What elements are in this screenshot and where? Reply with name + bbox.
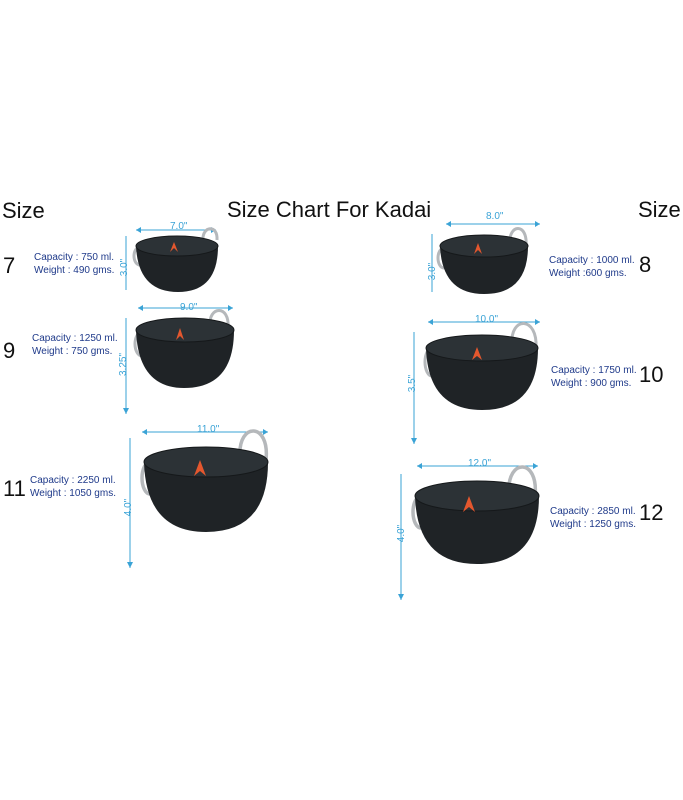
- weight-8: Weight :600 gms.: [549, 268, 627, 279]
- kadai-10-image: [411, 319, 540, 444]
- capacity-11: Capacity : 2250 ml.: [30, 475, 116, 486]
- logo-icon-11: [194, 460, 206, 476]
- weight-7: Weight : 490 gms.: [34, 265, 115, 276]
- kadai-rim-8: [439, 234, 529, 258]
- spec-block-10: Capacity : 1750 ml. Weight : 900 gms.: [551, 364, 637, 390]
- kadai-bowl-7: [136, 246, 218, 292]
- width-arrow-right-8: [535, 221, 540, 227]
- page-title: Size Chart For Kadai: [227, 197, 432, 222]
- kadai-11-image: [127, 429, 269, 568]
- weight-12: Weight : 1250 gms.: [550, 519, 636, 530]
- width-label-10: 10.0": [475, 314, 499, 325]
- kadai-12-image: [398, 463, 540, 600]
- height-label-9: 3.25": [118, 352, 130, 377]
- capacity-10: Capacity : 1750 ml.: [551, 365, 637, 376]
- size-number-10: 10: [639, 362, 664, 387]
- logo-icon-8: [474, 243, 482, 254]
- handle-right-11: [238, 429, 269, 461]
- width-arrow-right-9: [228, 305, 233, 311]
- kadai-rim-12: [414, 480, 540, 512]
- spec-block-9: Capacity : 1250 ml. Weight : 750 gms.: [32, 332, 118, 358]
- handle-right-12: [507, 465, 538, 497]
- width-arrow-right-10: [535, 319, 540, 325]
- size-number-8: 8: [639, 252, 652, 277]
- spec-block-8: Capacity : 1000 ml. Weight :600 gms.: [549, 254, 635, 280]
- kadai-bowl-10: [426, 348, 538, 410]
- weight-10: Weight : 900 gms.: [551, 378, 632, 389]
- width-arrow-left-11: [142, 429, 147, 435]
- width-arrow-left-8: [446, 221, 451, 227]
- weight-11: Weight : 1050 gms.: [30, 488, 116, 499]
- height-arrow-9: [123, 408, 129, 414]
- height-label-11: 4.0": [123, 498, 135, 517]
- width-label-9: 9.0": [180, 302, 198, 313]
- logo-icon-10: [472, 347, 482, 360]
- width-label-11: 11.0": [197, 424, 220, 435]
- height-label-8: 3.0": [427, 262, 439, 281]
- logo-icon-9: [176, 328, 184, 340]
- size-label-right: Size: [638, 197, 681, 222]
- spec-block-12: Capacity : 2850 ml. Weight : 1250 gms.: [550, 505, 636, 531]
- width-arrow-left-10: [428, 319, 433, 325]
- height-label-7: 3.0": [119, 258, 131, 277]
- kadai-rim-7: [135, 235, 219, 257]
- handle-right-7: [201, 227, 219, 241]
- width-label-12: 12.0": [468, 458, 492, 469]
- capacity-8: Capacity : 1000 ml.: [549, 255, 635, 266]
- kadai-rim-9: [135, 317, 235, 343]
- kadai-bowl-8: [440, 246, 528, 294]
- kadai-rim-11: [143, 446, 269, 478]
- height-arrow-10: [411, 438, 417, 444]
- logo-icon-12: [463, 496, 475, 512]
- handle-right-10: [510, 322, 538, 349]
- capacity-12: Capacity : 2850 ml.: [550, 506, 636, 517]
- kadai-7-image: [125, 227, 219, 292]
- height-label-10: 3.5": [407, 374, 419, 393]
- kadai-bowl-11: [144, 462, 268, 532]
- height-arrow-11: [127, 562, 133, 568]
- size-label-left: Size: [2, 198, 45, 223]
- width-arrow-right-12: [533, 463, 538, 469]
- height-label-12: 4.0": [396, 524, 408, 543]
- width-arrow-right-11: [263, 429, 268, 435]
- kadai-8-image: [431, 221, 540, 294]
- height-arrow-12: [398, 594, 404, 600]
- width-label-7: 7.0": [170, 221, 188, 232]
- kadai-9-image: [123, 305, 235, 414]
- width-arrow-left-12: [417, 463, 422, 469]
- width-arrow-left-9: [138, 305, 143, 311]
- capacity-9: Capacity : 1250 ml.: [32, 333, 118, 344]
- size-number-12: 12: [639, 500, 664, 525]
- kadai-bowl-9: [136, 330, 234, 388]
- kadai-rim-10: [425, 334, 539, 362]
- capacity-7: Capacity : 750 ml.: [34, 252, 115, 263]
- kadai-bowl-12: [415, 496, 539, 564]
- width-arrow-left-7: [136, 227, 141, 233]
- size-number-9: 9: [3, 338, 16, 363]
- width-label-8: 8.0": [486, 211, 504, 222]
- weight-9: Weight : 750 gms.: [32, 346, 113, 357]
- logo-icon-7: [170, 242, 178, 252]
- spec-block-11: Capacity : 2250 ml. Weight : 1050 gms.: [30, 474, 116, 500]
- spec-block-7: Capacity : 750 ml. Weight : 490 gms.: [34, 251, 114, 277]
- size-number-7: 7: [3, 253, 16, 278]
- size-number-11: 11: [3, 476, 26, 501]
